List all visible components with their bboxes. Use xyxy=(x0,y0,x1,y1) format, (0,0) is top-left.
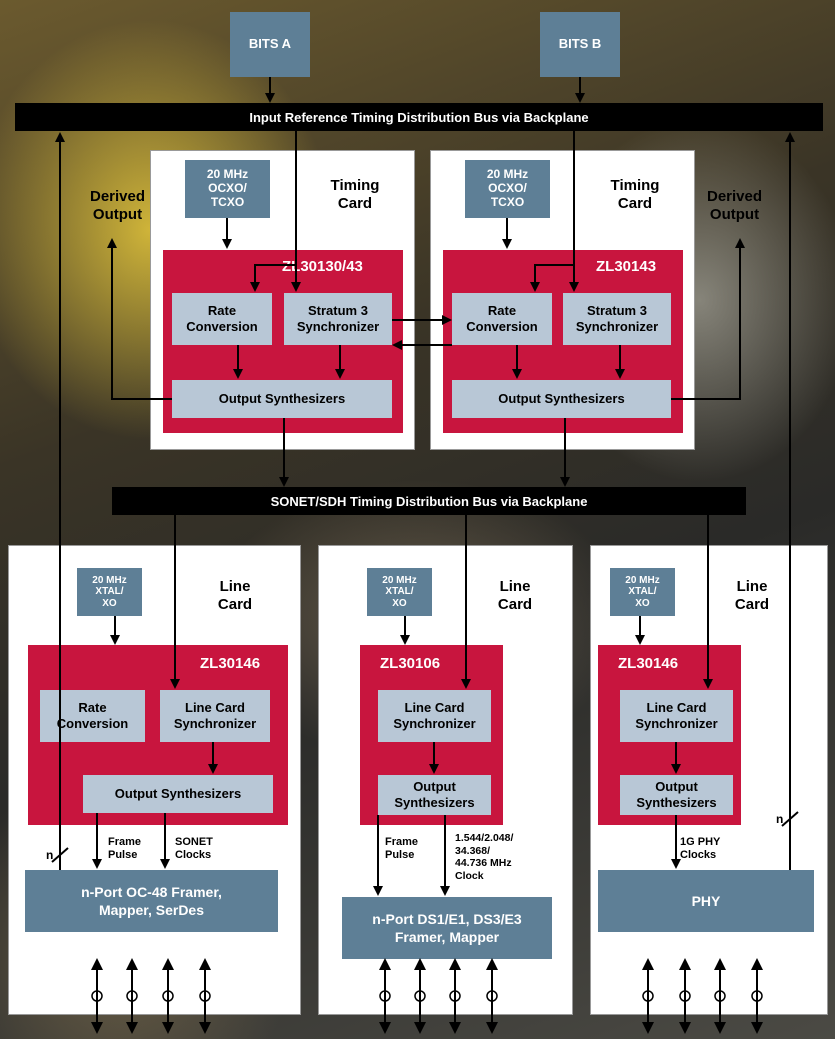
clock-frequencies-label: 1.544/2.048/ 34.368/ 44.736 MHz Clock xyxy=(455,832,514,882)
timing-card-label: Timing Card xyxy=(330,177,380,212)
framer-device-box: n-Port DS1/E1, DS3/E3 Framer, Mapper xyxy=(342,897,552,959)
line-card-synchronizer-block: Line Card Synchronizer xyxy=(378,690,491,742)
output-synthesizers-block: Output Synthesizers xyxy=(620,775,733,815)
sonet-clocks-label: SONET Clocks xyxy=(175,836,213,862)
line-card-label: Line Card xyxy=(497,578,533,613)
io-loop-icons xyxy=(91,990,763,1002)
phy-device-box: PHY xyxy=(598,870,814,932)
timing-card-label: Timing Card xyxy=(610,177,660,212)
oscillator-box: 20 MHz OCXO/ TCXO xyxy=(185,160,270,218)
line-card-synchronizer-block: Line Card Synchronizer xyxy=(620,690,733,742)
stratum3-synchronizer-block: Stratum 3 Synchronizer xyxy=(284,293,392,345)
oscillator-box: 20 MHz XTAL/ XO xyxy=(367,568,432,616)
bits-a-box: BITS A xyxy=(230,12,310,77)
sonet-sdh-bus: SONET/SDH Timing Distribution Bus via Ba… xyxy=(112,487,746,515)
derived-output-label-left: Derived Output xyxy=(89,188,146,223)
output-synthesizers-block: Output Synthesizers xyxy=(83,775,273,813)
output-synthesizers-block: Output Synthesizers xyxy=(172,380,392,418)
input-reference-bus: Input Reference Timing Distribution Bus … xyxy=(15,103,823,131)
bits-b-box: BITS B xyxy=(540,12,620,77)
frame-pulse-label: Frame Pulse xyxy=(108,836,142,862)
oscillator-box: 20 MHz XTAL/ XO xyxy=(77,568,142,616)
io-lines xyxy=(96,960,758,1030)
output-synthesizers-block: Output Synthesizers xyxy=(378,775,491,815)
chip-name: ZL30106 xyxy=(380,655,441,672)
line-card-label: Line Card xyxy=(217,578,253,613)
frame-pulse-label: Frame Pulse xyxy=(385,836,419,862)
derived-output-label-right: Derived Output xyxy=(706,188,763,223)
phy-clocks-label: 1G PHY Clocks xyxy=(680,836,721,862)
bus-width-label: n xyxy=(46,848,54,862)
chip-name: ZL30146 xyxy=(618,655,679,672)
bus-width-label: n xyxy=(776,812,784,826)
stratum3-synchronizer-block: Stratum 3 Synchronizer xyxy=(563,293,671,345)
rate-conversion-block: Rate Conversion xyxy=(40,690,145,742)
line-card-label: Line Card xyxy=(734,578,770,613)
framer-device-box: n-Port OC-48 Framer, Mapper, SerDes xyxy=(25,870,278,932)
rate-conversion-block: Rate Conversion xyxy=(452,293,552,345)
line-card-synchronizer-block: Line Card Synchronizer xyxy=(160,690,270,742)
chip-name: ZL30130/43 xyxy=(282,258,363,275)
oscillator-box: 20 MHz OCXO/ TCXO xyxy=(465,160,550,218)
chip-name: ZL30146 xyxy=(200,655,261,672)
oscillator-box: 20 MHz XTAL/ XO xyxy=(610,568,675,616)
output-synthesizers-block: Output Synthesizers xyxy=(452,380,671,418)
chip-name: ZL30143 xyxy=(596,258,657,275)
rate-conversion-block: Rate Conversion xyxy=(172,293,272,345)
